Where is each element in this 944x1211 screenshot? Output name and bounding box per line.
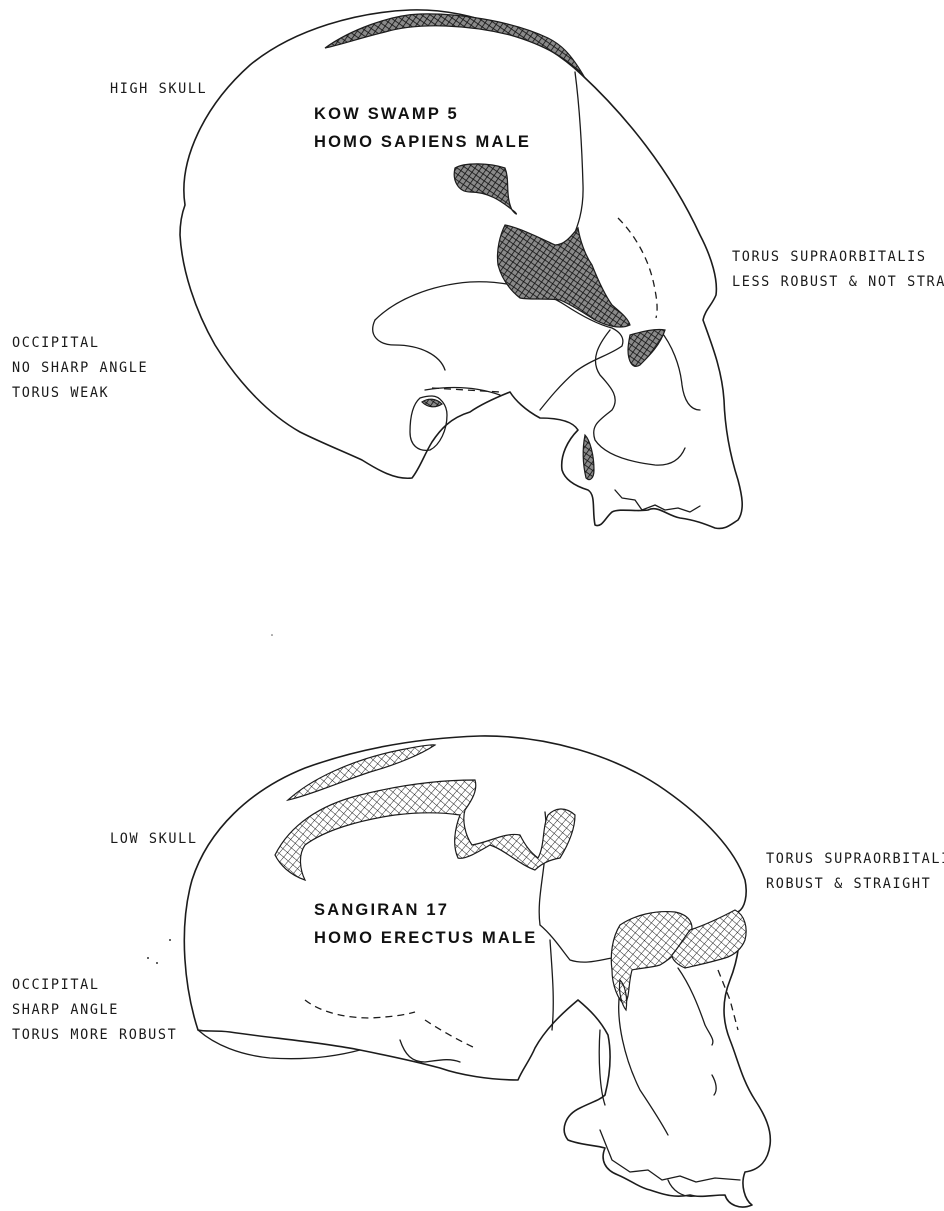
sangiran-damage-parietal	[275, 780, 575, 880]
kow-swamp-occipital-line2: NO SHARP ANGLE	[12, 355, 148, 380]
sangiran-nuchal	[198, 1030, 360, 1059]
kow-swamp-cranium-outline	[180, 10, 742, 529]
kow-swamp-vault-text: HIGH SKULL	[110, 76, 207, 101]
paper-specks	[147, 634, 273, 964]
sangiran-torus-label: TORUS SUPRAORBITALIS ROBUST & STRAIGHT	[766, 846, 944, 896]
sangiran-temporal-line	[305, 1000, 415, 1018]
kow-swamp-damage-patch	[454, 164, 516, 214]
kow-swamp-occipital-label: OCCIPITAL NO SHARP ANGLE TORUS WEAK	[12, 330, 148, 406]
sangiran-vault-text: LOW SKULL	[110, 826, 198, 851]
sangiran-mastoid	[400, 1040, 460, 1062]
sangiran-skull	[184, 736, 770, 1207]
kow-swamp-coronal-suture	[570, 72, 583, 245]
sangiran-title-line1: SANGIRAN 17	[314, 896, 537, 924]
sangiran-teeth-2	[668, 1180, 695, 1196]
sangiran-title: SANGIRAN 17 HOMO ERECTUS MALE	[314, 896, 537, 952]
sangiran-orbit	[678, 968, 713, 1045]
sangiran-orbit-dash	[718, 970, 738, 1030]
kow-swamp-occipital-line3: TORUS WEAK	[12, 380, 148, 405]
kow-swamp-damage-orbit	[628, 329, 665, 366]
kow-swamp-torus-label: TORUS SUPRAORBITALIS LESS ROBUST & NOT S…	[732, 244, 944, 294]
kow-swamp-torus-line2: LESS ROBUST & NOT STRAIGHT	[732, 269, 944, 294]
kow-swamp-occipital-line1: OCCIPITAL	[12, 330, 148, 355]
kow-swamp-damage-ear	[422, 399, 442, 407]
kow-swamp-temporal-line	[618, 218, 657, 318]
sangiran-occipital-line3: TORUS MORE ROBUST	[12, 1022, 177, 1047]
sangiran-teeth	[600, 1130, 740, 1182]
kow-swamp-temporal-lower	[373, 320, 445, 370]
kow-swamp-title: KOW SWAMP 5 HOMO SAPIENS MALE	[314, 100, 531, 156]
sangiran-occipital-line1: OCCIPITAL	[12, 972, 177, 997]
sangiran-cranium-outline	[184, 736, 770, 1207]
sangiran-nasal	[712, 1075, 716, 1095]
kow-swamp-damage-crown	[325, 14, 585, 78]
sangiran-maxilla	[619, 990, 668, 1135]
sangiran-occipital-label: OCCIPITAL SHARP ANGLE TORUS MORE ROBUST	[12, 972, 177, 1048]
kow-swamp-skull	[180, 10, 742, 529]
kow-swamp-title-line2: HOMO SAPIENS MALE	[314, 128, 531, 156]
sangiran-temporal-line-2	[425, 1020, 475, 1048]
sangiran-title-line2: HOMO ERECTUS MALE	[314, 924, 537, 952]
kow-swamp-damage-brow	[497, 225, 630, 327]
kow-swamp-vault-label: HIGH SKULL	[110, 76, 207, 101]
sangiran-vault-label: LOW SKULL	[110, 826, 198, 851]
sangiran-temporal-lower	[550, 940, 553, 1030]
sangiran-mandible	[599, 1030, 605, 1105]
kow-swamp-damage-maxilla	[583, 435, 594, 480]
kow-swamp-orbit	[660, 330, 700, 410]
sangiran-torus-line2: ROBUST & STRAIGHT	[766, 871, 944, 896]
kow-swamp-torus-line1: TORUS SUPRAORBITALIS	[732, 244, 944, 269]
sangiran-occipital-line2: SHARP ANGLE	[12, 997, 177, 1022]
sangiran-torus-line1: TORUS SUPRAORBITALIS	[766, 846, 944, 871]
kow-swamp-title-line1: KOW SWAMP 5	[314, 100, 531, 128]
